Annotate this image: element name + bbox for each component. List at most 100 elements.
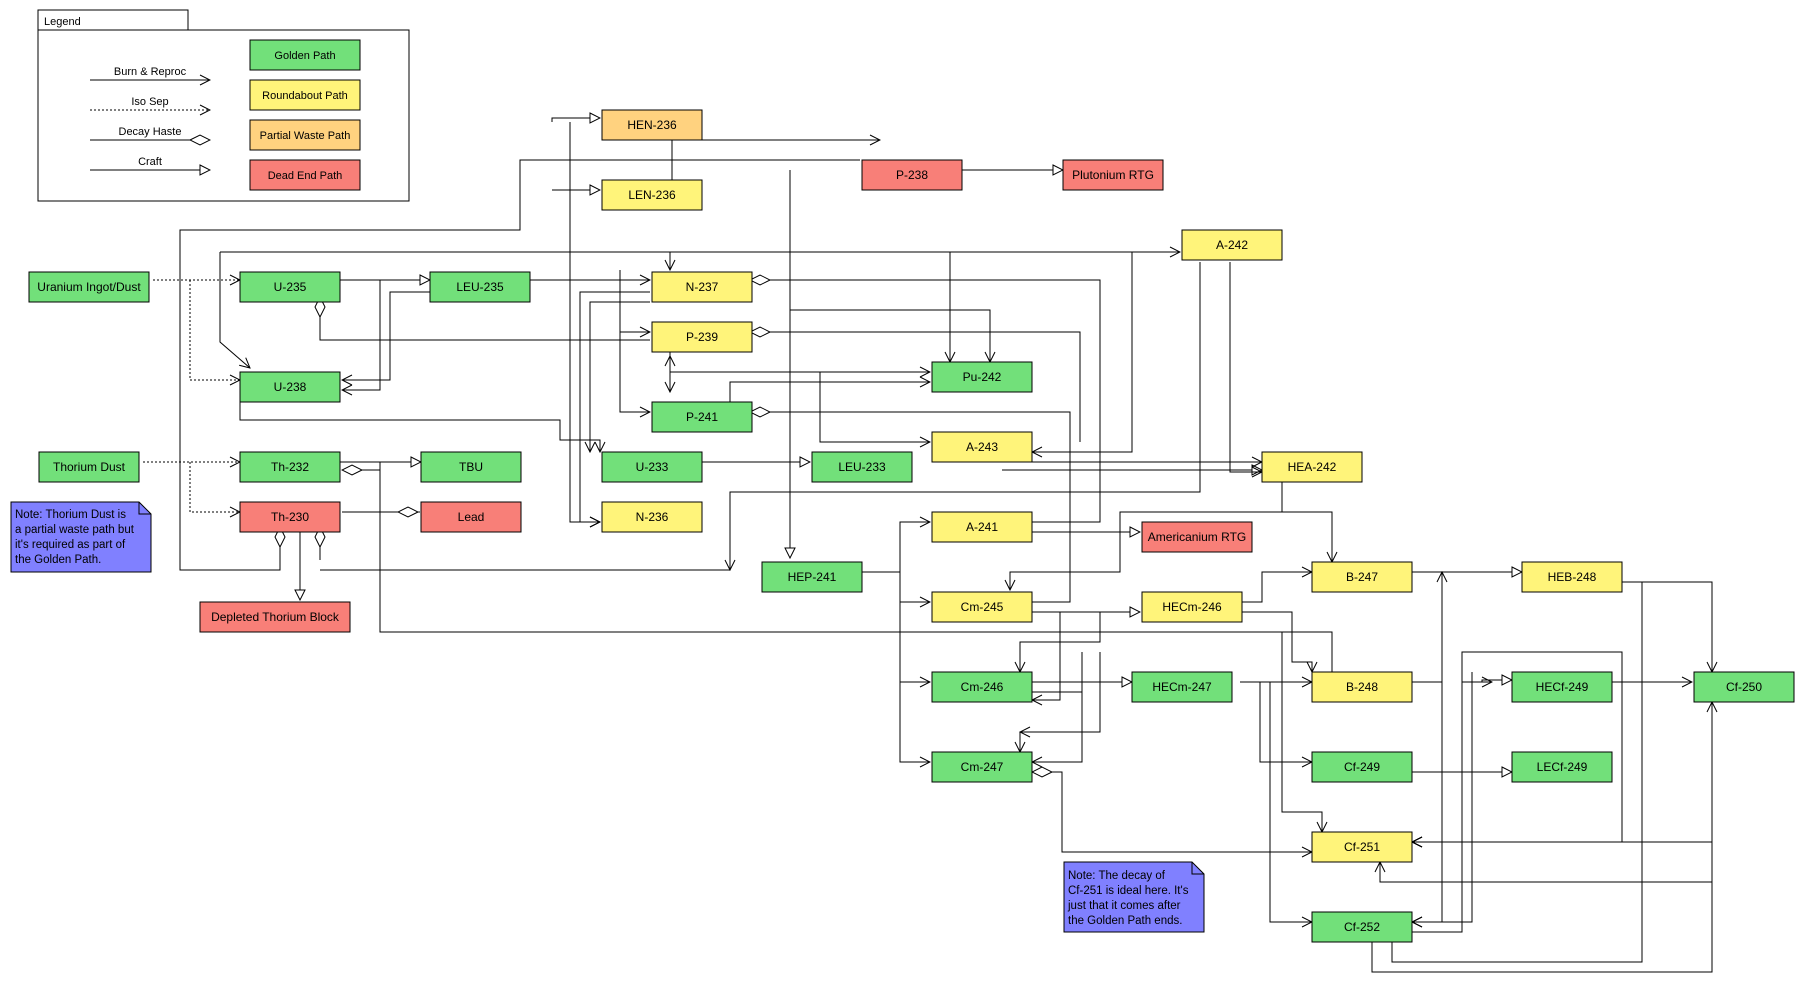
- legend-roundabout-swatch: [249, 79, 361, 111]
- node-cf-249: Cf-249: [1311, 751, 1413, 783]
- edge-th232-decay-path: [342, 461, 1333, 672]
- legend-roundabout: Roundabout Path: [249, 79, 361, 111]
- legend-iso-label: Iso Sep: [131, 96, 168, 108]
- note-cf251-shape: [1063, 861, 1205, 933]
- node-plutonium-rtg-label: Plutonium RTG: [1072, 168, 1154, 182]
- nodes: Uranium Ingot/Dust Thorium Dust U-235 U-…: [28, 109, 1795, 943]
- node-hecm-247-box: [1131, 671, 1233, 703]
- node-len-236-box: [601, 179, 703, 211]
- edge-cf252-to-hecf249: [1412, 682, 1492, 933]
- note-thorium-line-3: it's required as part of: [15, 539, 126, 551]
- edge-n237-decay-line: [750, 279, 1101, 523]
- node-u-235-box: [239, 271, 341, 303]
- node-p-239-box: [651, 321, 753, 353]
- edge-to-pu242-b: [790, 309, 990, 362]
- node-u-233-box: [601, 451, 703, 483]
- node-leu-233-label: LEU-233: [838, 460, 886, 474]
- node-cm-246-label: Cm-246: [961, 680, 1004, 694]
- edge-n237-loop-to-n236: [579, 291, 650, 522]
- edge-hea242-to-cm245: [1010, 482, 1283, 590]
- node-pu-242: Pu-242: [931, 361, 1033, 393]
- edge-hecm246-to-b248-a: [1242, 611, 1312, 672]
- edge-a242-loop: [730, 262, 1201, 570]
- edge-cf250-to-cf252: [1372, 692, 1713, 973]
- node-p-241-box: [651, 401, 753, 433]
- note-thorium-line-2: a partial waste path but: [15, 524, 135, 536]
- node-cm-245: Cm-245: [931, 591, 1033, 623]
- edge-n237-to-u233: [590, 301, 650, 452]
- node-hep-241-box: [761, 561, 863, 593]
- edge-to-cf251-b: [1380, 862, 1712, 883]
- edge-to-cf251-a: [1281, 632, 1322, 832]
- node-cf-250-label: Cf-250: [1726, 680, 1762, 694]
- node-hea-242-label: HEA-242: [1288, 460, 1337, 474]
- node-n-237-label: N-237: [686, 280, 719, 294]
- legend-iso-sep: Iso Sep: [90, 96, 210, 110]
- node-a-242-label: A-242: [1216, 238, 1248, 252]
- node-thorium-dust-label: Thorium Dust: [53, 460, 126, 474]
- node-tbu: TBU: [420, 451, 522, 483]
- node-uranium-ingot-box: [28, 271, 150, 303]
- legend-decay-haste: Decay Haste: [90, 126, 210, 140]
- node-leu-235-label: LEU-235: [456, 280, 504, 294]
- legend-dead: Dead End Path: [249, 159, 361, 191]
- note-cf251-fold: [1191, 862, 1204, 875]
- edge-heb248-to-cf250: [1612, 581, 1712, 672]
- edge-hecm247-to-cf252: [1269, 682, 1312, 922]
- node-b-248-label: B-248: [1346, 680, 1378, 694]
- node-th-230-box: [239, 501, 341, 533]
- legend-decay-label: Decay Haste: [119, 126, 182, 138]
- node-depleted-thorium: Depleted Thorium Block: [199, 601, 351, 633]
- node-hea-242: HEA-242: [1261, 451, 1363, 483]
- node-p-238-box: [861, 159, 963, 191]
- node-n-236: N-236: [601, 501, 703, 533]
- node-th-232-box: [239, 451, 341, 483]
- node-lecf-249: LECf-249: [1511, 751, 1613, 783]
- node-p-238-label: P-238: [896, 168, 928, 182]
- edge-u238-to-u233: [239, 400, 600, 452]
- node-hen-236: HEN-236: [601, 109, 703, 141]
- node-p-239-label: P-239: [686, 330, 718, 344]
- node-hecm-246-label: HECm-246: [1162, 600, 1222, 614]
- legend-craft-label: Craft: [138, 156, 162, 168]
- edge-cf-loop: [1412, 672, 1473, 922]
- node-plutonium-rtg: Plutonium RTG: [1062, 159, 1164, 191]
- node-a-243-box: [931, 431, 1033, 463]
- node-americanium-rtg: Americanium RTG: [1141, 521, 1253, 553]
- node-hep-241-label: HEP-241: [788, 570, 837, 584]
- node-a-242: A-242: [1181, 229, 1283, 261]
- node-cf-252-box: [1311, 911, 1413, 943]
- node-p-239: P-239: [651, 321, 753, 353]
- edge-hep241-to-cm247: [899, 682, 930, 762]
- edge-to-a243-from-a242: [1032, 252, 1133, 452]
- note-thorium-dust-shape: [10, 501, 152, 573]
- node-u-235-label: U-235: [274, 280, 307, 294]
- edge-hecm246-to-b247: [1242, 572, 1312, 603]
- edge-to-p239: [619, 270, 650, 332]
- note-thorium-line-4: the Golden Path.: [15, 554, 101, 566]
- node-cm-247: Cm-247: [931, 751, 1033, 783]
- legend-golden-swatch: [249, 39, 361, 71]
- edge-to-n237-from-top: [220, 251, 670, 270]
- node-hen-236-label: HEN-236: [627, 118, 677, 132]
- legend-partial-label: Partial Waste Path: [260, 130, 351, 142]
- node-p-241: P-241: [651, 401, 753, 433]
- node-heb-248: HEB-248: [1521, 561, 1623, 593]
- edge-heb248-to-cf252: [1392, 582, 1643, 963]
- edge-a242-to-hea242: [1229, 262, 1262, 472]
- edge-to-u238-a: [342, 280, 381, 390]
- edge-hep241-to-a241: [862, 522, 930, 573]
- node-uranium-ingot-label: Uranium Ingot/Dust: [37, 280, 141, 294]
- node-cf-249-label: Cf-249: [1344, 760, 1380, 774]
- node-hecm-246-box: [1141, 591, 1243, 623]
- legend-craft: Craft: [90, 156, 210, 170]
- node-leu-235-box: [429, 271, 531, 303]
- note-cf251-line-1: Note: The decay of: [1068, 870, 1166, 882]
- legend-golden-label: Golden Path: [274, 50, 335, 62]
- node-cf-251-box: [1311, 831, 1413, 863]
- node-cm-247-box: [931, 751, 1033, 783]
- node-u-235: U-235: [239, 271, 341, 303]
- legend-title-tab: [37, 9, 189, 31]
- node-th-232-label: Th-232: [271, 460, 309, 474]
- node-b-247: B-247: [1311, 561, 1413, 593]
